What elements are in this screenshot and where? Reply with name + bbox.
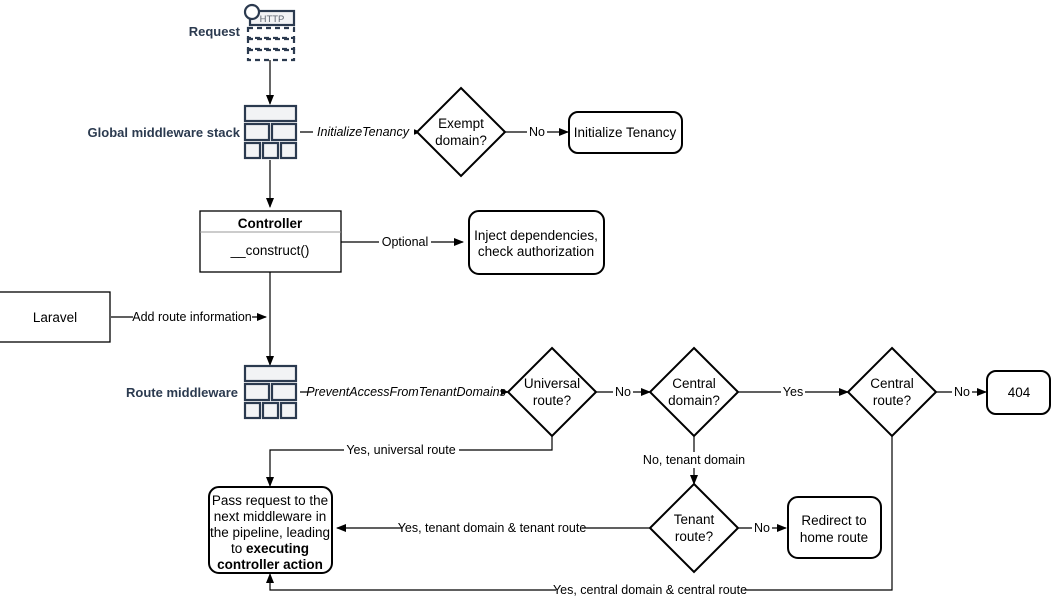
edge-yes-central-domain-central-route: Yes, central domain & central route: [266, 436, 893, 598]
node-tenant-route-line2: route?: [675, 529, 713, 544]
node-initialize-tenancy[interactable]: Initialize Tenancy: [568, 111, 683, 154]
http-icon-caption: HTTP: [260, 14, 285, 25]
node-pass-request-line3: the pipeline, leading: [210, 525, 330, 540]
node-laravel[interactable]: Laravel: [0, 291, 111, 343]
label-request: Request: [189, 24, 241, 39]
edge-label-initialize-tenancy: InitializeTenancy: [317, 125, 410, 139]
node-redirect-home-line1: Redirect to: [801, 513, 866, 528]
node-exempt-domain-line2: domain?: [435, 133, 487, 148]
edge-label-add-route-information: Add route information: [132, 310, 252, 324]
node-central-route-line1: Central: [870, 376, 914, 391]
edge-label-central-route-no: No: [954, 385, 970, 399]
node-redirect-home[interactable]: Redirect to home route: [787, 496, 882, 559]
node-pass-request-line4-bold: executing: [246, 541, 309, 556]
node-central-route[interactable]: Central route?: [846, 346, 938, 438]
node-central-domain-line1: Central: [672, 376, 716, 391]
node-initialize-tenancy-label: Initialize Tenancy: [574, 125, 677, 140]
node-pass-request-line4: to executing: [231, 541, 309, 556]
label-global-middleware-stack: Global middleware stack: [88, 125, 241, 140]
edge-initialize-tenancy: InitializeTenancy: [300, 124, 421, 140]
node-central-route-line2: route?: [873, 393, 911, 408]
node-controller-header: Controller: [238, 216, 303, 231]
edge-yes-tenant-domain-tenant-route: Yes, tenant domain & tenant route: [336, 520, 650, 536]
node-inject-dependencies-line1: Inject dependencies,: [474, 228, 598, 243]
node-universal-route[interactable]: Universal route?: [506, 346, 598, 438]
node-universal-route-line1: Universal: [524, 376, 580, 391]
edge-central-route-no: No: [936, 384, 987, 400]
edge-central-domain-yes: Yes: [738, 384, 849, 400]
node-inject-dependencies[interactable]: Inject dependencies, check authorization: [468, 210, 605, 275]
node-pass-request-line4-prefix: to: [231, 541, 246, 556]
label-route-middleware: Route middleware: [126, 385, 238, 400]
middleware-stack-icon: [243, 104, 298, 160]
edge-label-central-domain-yes: Yes: [783, 385, 803, 399]
edge-label-yes-tenant-tenant: Yes, tenant domain & tenant route: [398, 521, 587, 535]
edge-label-yes-universal-route: Yes, universal route: [346, 443, 455, 457]
edge-yes-universal-route: Yes, universal route: [266, 436, 553, 487]
node-pass-request-line1: Pass request to the: [212, 493, 328, 508]
node-tenant-route[interactable]: Tenant route?: [648, 482, 740, 574]
edge-label-yes-central-central: Yes, central domain & central route: [553, 583, 747, 597]
node-central-domain-line2: domain?: [668, 393, 720, 408]
node-404[interactable]: 404: [986, 370, 1051, 415]
node-controller[interactable]: Controller __construct(): [199, 210, 342, 273]
node-laravel-label: Laravel: [33, 310, 77, 325]
node-404-label: 404: [1008, 385, 1031, 400]
node-exempt-domain-line1: Exempt: [438, 116, 484, 131]
edge-prevent-access-from-tenant-domains: PreventAccessFromTenantDomains: [300, 384, 509, 400]
node-universal-route-line2: route?: [533, 393, 571, 408]
node-pass-request-line5-bold: controller action: [217, 557, 323, 572]
edge-universal-route-no: No: [596, 384, 651, 400]
edge-label-universal-no: No: [615, 385, 631, 399]
edge-label-no-tenant-domain: No, tenant domain: [643, 453, 745, 467]
http-request-icon: HTTP: [243, 3, 296, 62]
edge-exempt-domain-no: No: [502, 124, 569, 140]
node-pass-request-line2: next middleware in: [214, 509, 327, 524]
node-pass-request[interactable]: Pass request to the next middleware in t…: [208, 486, 333, 574]
edge-controller-optional: Optional: [341, 234, 464, 250]
node-redirect-home-line2: home route: [800, 530, 868, 545]
edge-tenant-route-no: No: [738, 520, 787, 536]
edge-laravel-add-route-information: Add route information: [111, 309, 267, 325]
node-tenant-route-line1: Tenant: [674, 512, 715, 527]
node-controller-body: __construct(): [230, 243, 310, 258]
edge-no-tenant-domain: No, tenant domain: [642, 436, 747, 485]
edge-label-prevent-access: PreventAccessFromTenantDomains: [306, 385, 506, 399]
node-central-domain[interactable]: Central domain?: [648, 346, 740, 438]
node-exempt-domain[interactable]: Exempt domain?: [415, 86, 507, 178]
middleware-stack-icon: [243, 364, 298, 420]
edge-label-optional: Optional: [382, 235, 429, 249]
edge-label-tenant-route-no: No: [754, 521, 770, 535]
node-inject-dependencies-line2: check authorization: [478, 244, 594, 259]
edge-label-exempt-no: No: [529, 125, 545, 139]
